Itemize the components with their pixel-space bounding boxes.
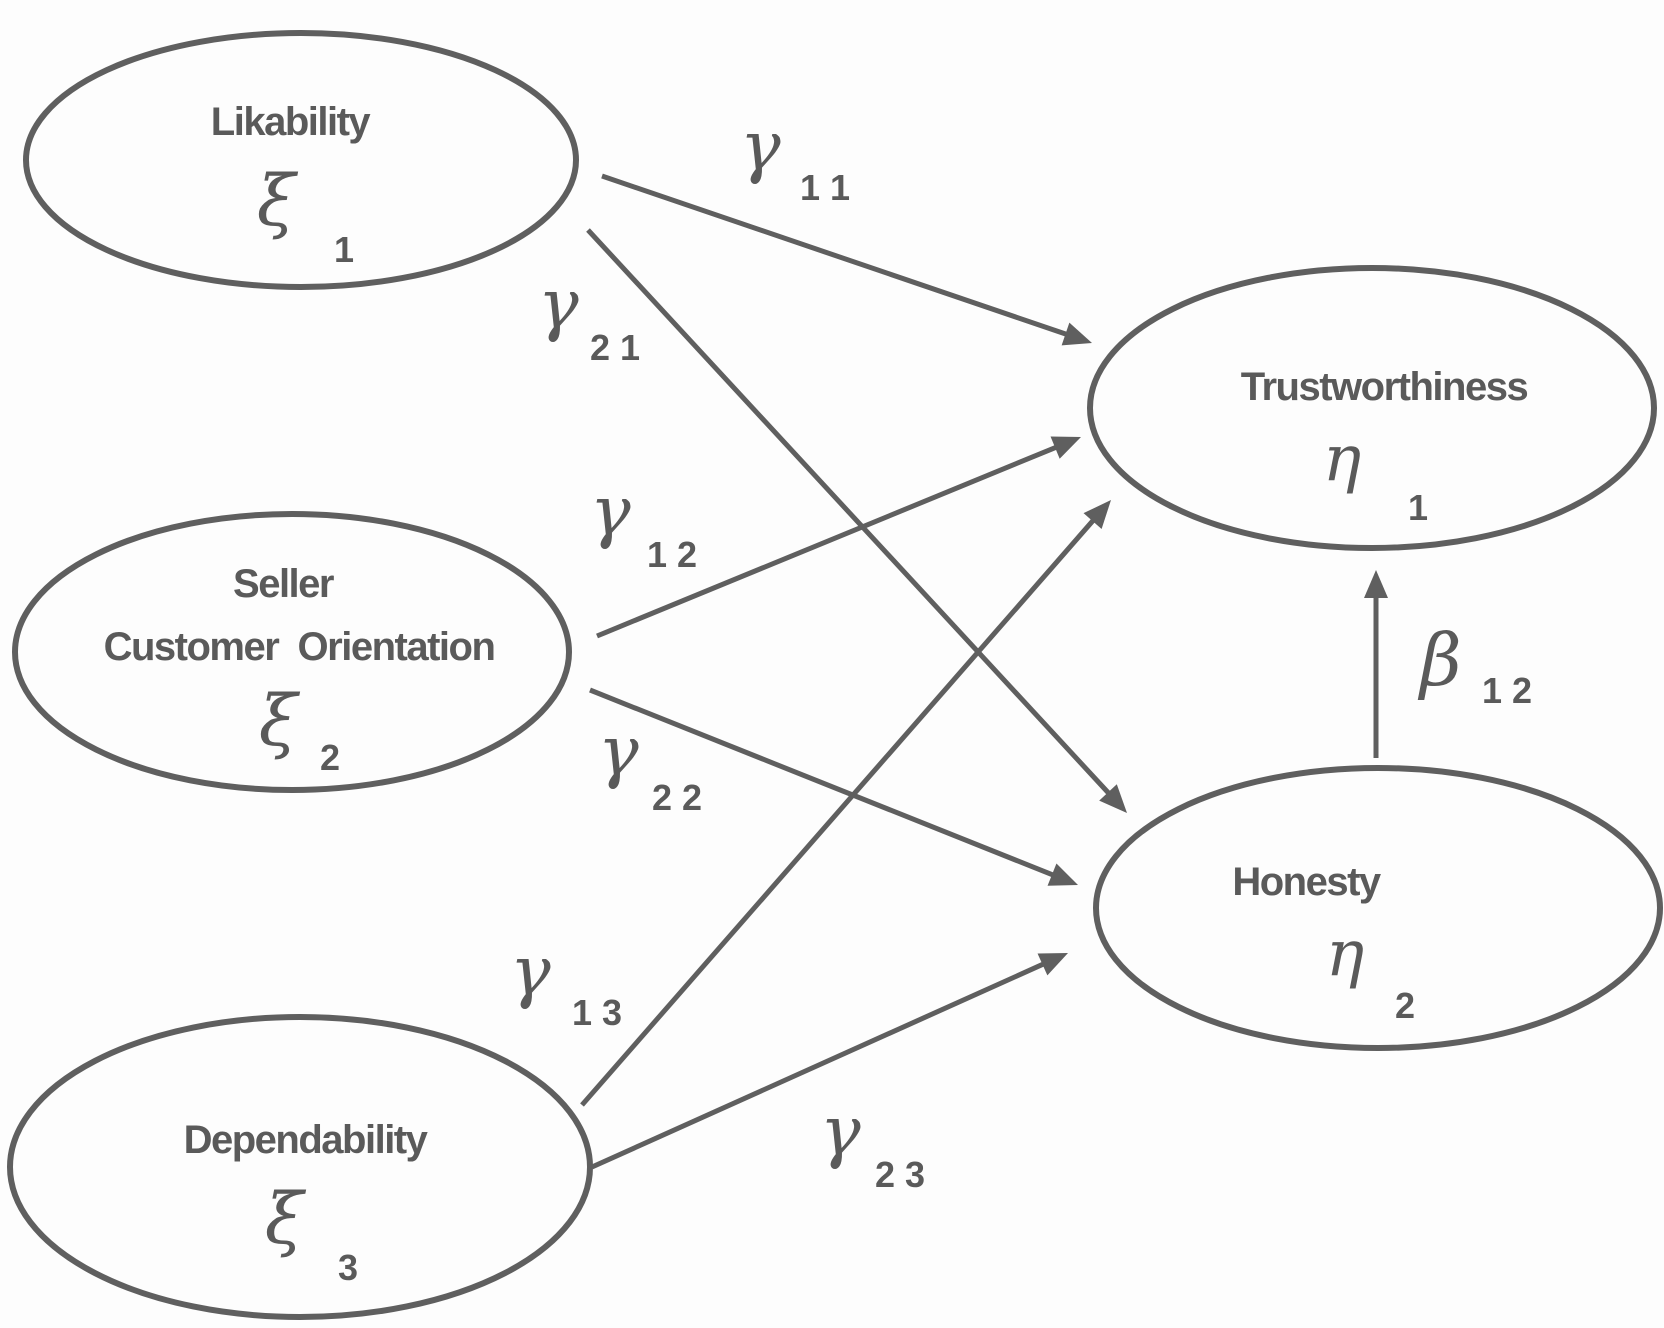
node-likability-label: Likability — [211, 100, 372, 144]
path-g21-symbol: γ — [538, 266, 579, 345]
path-g21-subscript: 2 1 — [590, 327, 640, 368]
node-dependability-label: Dependability — [184, 1118, 429, 1162]
node-seller-customer-orientation: Seller Customer Orientation ξ 2 — [12, 511, 572, 793]
node-trustworthiness: Trustworthiness η 1 — [1087, 265, 1657, 551]
path-b12-arrowhead — [1364, 570, 1388, 598]
path-g22-subscript: 2 2 — [652, 777, 702, 818]
node-likability: Likability ξ 1 — [23, 30, 579, 290]
path-g22-arrowhead — [1047, 863, 1078, 886]
path-g22-line — [589, 687, 1057, 879]
node-trustworthiness-symbol: η — [1323, 422, 1361, 496]
path-g23-arrowhead — [1037, 953, 1068, 976]
path-g12-arrowhead — [1050, 436, 1081, 459]
path-g11-arrowhead — [1061, 322, 1092, 346]
node-seller-ellipse — [12, 511, 572, 793]
path-g13-line — [580, 516, 1098, 1107]
path-g12-symbol: γ — [590, 473, 631, 552]
node-honesty-ellipse — [1093, 765, 1663, 1051]
path-label-g21: γ 2 1 — [538, 266, 640, 368]
node-likability-subscript: 1 — [334, 229, 354, 270]
node-honesty-symbol: η — [1326, 917, 1364, 991]
path-g11-line — [601, 173, 1071, 338]
path-label-g23: γ 2 3 — [820, 1093, 925, 1195]
node-dependability-ellipse — [7, 1014, 593, 1320]
node-seller-label-line2: Customer Orientation — [104, 625, 495, 669]
path-g13-subscript: 1 3 — [572, 992, 622, 1033]
path-label-b12: β 1 2 — [1417, 618, 1532, 711]
path-g13-symbol: γ — [510, 933, 551, 1012]
path-label-g11: γ 1 1 — [740, 108, 850, 208]
node-seller-symbol: ξ — [259, 680, 301, 762]
path-g11-subscript: 1 1 — [800, 167, 850, 208]
node-likability-symbol: ξ — [257, 160, 299, 242]
path-g11-symbol: γ — [740, 108, 781, 187]
path-g22-symbol: γ — [598, 713, 639, 792]
path-g23-line — [590, 960, 1048, 1170]
node-dependability: Dependability ξ 3 — [7, 1014, 593, 1320]
path-g23-symbol: γ — [820, 1093, 861, 1172]
node-trustworthiness-ellipse — [1087, 265, 1657, 551]
node-honesty-label: Honesty — [1232, 860, 1382, 904]
node-dependability-subscript: 3 — [338, 1247, 358, 1288]
node-trustworthiness-subscript: 1 — [1408, 487, 1428, 528]
path-b12-symbol: β — [1417, 618, 1462, 702]
path-g12-subscript: 1 2 — [647, 534, 697, 575]
node-seller-subscript: 2 — [320, 737, 340, 778]
path-label-g12: γ 1 2 — [590, 473, 697, 575]
path-g23-subscript: 2 3 — [875, 1154, 925, 1195]
node-dependability-symbol: ξ — [265, 1178, 307, 1260]
path-g12-line — [596, 443, 1060, 639]
path-g21-line — [586, 228, 1113, 798]
node-likability-ellipse — [23, 30, 579, 290]
node-honesty: Honesty η 2 — [1093, 765, 1663, 1051]
path-label-g13: γ 1 3 — [510, 933, 622, 1033]
node-honesty-subscript: 2 — [1395, 985, 1415, 1026]
path-b12-subscript: 1 2 — [1482, 670, 1532, 711]
path-label-g22: γ 2 2 — [598, 713, 702, 818]
path-g13-arrowhead — [1083, 500, 1111, 529]
paths — [580, 173, 1388, 1170]
node-trustworthiness-label: Trustworthiness — [1241, 365, 1528, 409]
node-seller-label-line1: Seller — [233, 562, 334, 606]
path-g21-arrowhead — [1099, 784, 1127, 813]
